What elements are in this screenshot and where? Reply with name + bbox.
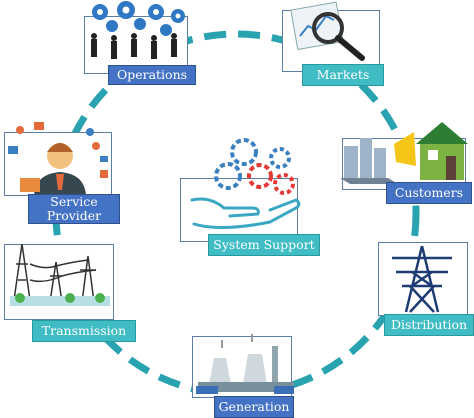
- node-customers: Customers: [338, 118, 472, 208]
- node-transmission: Transmission: [0, 240, 136, 344]
- transmission-lines-icon: [10, 243, 110, 306]
- markets-label: Markets: [302, 64, 384, 86]
- power-plant-icon: [196, 334, 294, 394]
- node-service-provider: Service Provider: [0, 118, 124, 224]
- generation-label: Generation: [214, 396, 294, 418]
- hand-gears-icon: [190, 138, 301, 230]
- support-agent-icon: [8, 122, 108, 198]
- system-support-label: System Support: [208, 234, 320, 256]
- magnifier-chart-icon: [290, 1, 365, 61]
- service-provider-label: Service Provider: [28, 194, 120, 224]
- service-provider-label-line2: Provider: [46, 208, 102, 223]
- house-city-icon: [340, 122, 468, 184]
- node-system-support: System Support: [180, 136, 324, 256]
- node-operations: Operations: [78, 1, 196, 86]
- distribution-label: Distribution: [384, 314, 474, 336]
- pylon-icon: [392, 245, 452, 313]
- transmission-label: Transmission: [32, 320, 136, 342]
- operations-label: Operations: [108, 65, 196, 85]
- gears-and-people-icon: [91, 1, 185, 59]
- node-markets: Markets: [276, 1, 388, 86]
- node-distribution: Distribution: [372, 238, 474, 338]
- customers-label: Customers: [386, 182, 472, 204]
- service-provider-label-line1: Service: [50, 193, 98, 209]
- node-generation: Generation: [192, 332, 300, 418]
